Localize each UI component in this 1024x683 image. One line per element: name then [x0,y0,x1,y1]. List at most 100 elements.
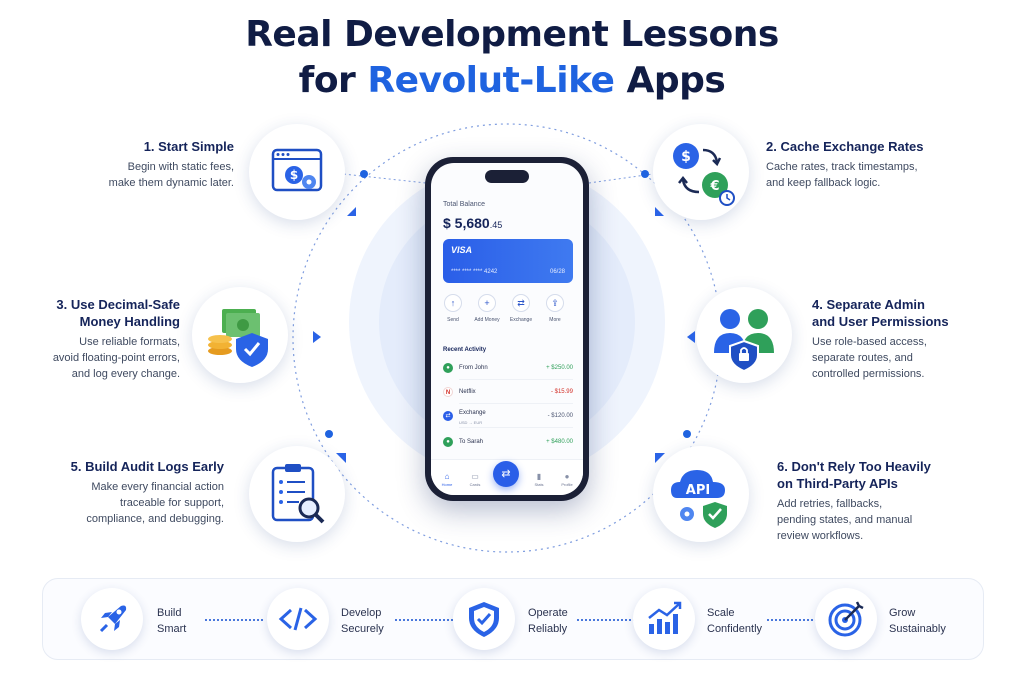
phone-screen: Total Balance $ 5,680.45 VISA **** **** … [431,163,583,495]
center-exchange-button[interactable]: ⇄ [493,461,519,487]
action-exchange-label: Exchange [509,317,533,323]
user-icon: ● [443,437,453,447]
footer-item-grow [815,588,877,650]
phone-mockup: Total Balance $ 5,680.45 VISA **** **** … [425,157,589,501]
connector-arrow-4 [687,331,695,343]
lesson-1-description: Begin with static fees,make them dynamic… [108,161,234,189]
action-send-button[interactable]: ↑ Send [441,294,465,323]
user-icon: ● [443,363,453,373]
code-icon [278,607,318,631]
more-icon: ⇪ [546,294,564,312]
connector-dot-3 [325,430,333,438]
lesson-1-text: 1. Start Simple Begin with static fees,m… [24,138,234,191]
plus-icon: + [478,294,496,312]
footer-connector [577,619,635,621]
transaction-name: To Sarah [459,439,484,445]
transaction-amount: + $250.00 [546,365,573,371]
growth-chart-icon [648,601,682,634]
action-exchange-button[interactable]: ⇄ Exchange [509,294,533,323]
transaction-row[interactable]: N Netflix - $15.99 [443,385,573,404]
action-add-money-button[interactable]: + Add Money [474,294,500,323]
money-shield-icon [208,309,268,367]
transaction-row[interactable]: ⇄ Exchange USD → EUR - $120.00 [443,409,573,428]
users-lock-icon [714,309,774,373]
lesson-4-description: Use role-based access,separate routes, a… [812,336,927,380]
footer-item-scale [633,588,695,650]
cloud-api-icon: API [671,470,727,528]
card-expiry: 06/28 [549,269,565,275]
transaction-subtitle: USD → EUR [459,420,483,425]
svg-text:$: $ [681,149,691,165]
footer-item-develop [267,588,329,650]
divider [459,427,573,428]
arrow-up-icon: ↑ [444,294,462,312]
connector-arrow-3 [313,331,321,343]
lesson-5-title: 5. Build Audit Logs Early [70,459,224,474]
card-number: **** **** **** 4242 [451,269,498,275]
phone-notch [485,170,529,183]
lesson-6-icon-circle: API [653,446,749,542]
divider [459,403,573,404]
card-brand: VISA [451,245,473,255]
shield-check-icon [469,602,499,637]
nav-profile[interactable]: ●Profile [555,472,579,487]
nav-stats[interactable]: ▮Stats [527,472,551,487]
exchange-icon: ⇄ [512,294,530,312]
lesson-5-text: 5. Build Audit Logs Early Make every fin… [14,458,224,527]
connector-1 [333,172,427,184]
transaction-amount: - $15.99 [550,389,573,395]
profile-icon: ● [564,472,570,481]
stats-icon: ▮ [536,472,542,481]
footer-connector [767,619,825,621]
transaction-row[interactable]: ● From John + $250.00 [443,361,573,380]
connector-arrow-2 [655,207,664,216]
lesson-4-icon-circle [696,287,792,383]
lesson-2-text: 2. Cache Exchange Rates Cache rates, tra… [766,138,996,191]
rocket-icon [99,605,127,633]
transaction-name: From John [459,365,488,371]
netflix-icon: N [443,387,453,397]
lesson-2-description: Cache rates, track timestamps,and keep f… [766,161,918,189]
clipboard-search-icon [271,464,325,524]
svg-text:€: € [709,179,719,194]
page-title-line2: for Revolut-Like Apps [0,60,1024,101]
lesson-2-title: 2. Cache Exchange Rates [766,139,924,154]
exchange-icon: ⇄ [443,411,453,421]
transaction-row[interactable]: ● To Sarah + $480.00 [443,435,573,451]
title-highlight: Revolut-Like [367,60,615,101]
target-icon [828,601,864,637]
lesson-5-icon-circle [249,446,345,542]
svg-text:$: $ [290,168,298,182]
action-more-label: More [549,317,561,323]
nav-home[interactable]: ⌂Home [435,472,459,487]
title-suffix: Apps [614,60,726,101]
action-more-button[interactable]: ⇪ More [543,294,567,323]
transaction-name: Exchange [459,410,486,416]
balance-amount: $ 5,680.45 [443,215,503,231]
divider [459,379,573,380]
footer-connector [205,619,263,621]
footer-connector [395,619,453,621]
footer-item-build [81,588,143,650]
lesson-3-icon-circle [192,287,288,383]
action-send-label: Send [447,317,459,323]
lesson-6-description: Add retries, fallbacks,pending states, a… [777,498,913,542]
action-add-money-label: Add Money [474,317,500,323]
footer-item-operate [453,588,515,650]
nav-cards[interactable]: ▭Cards [463,472,487,487]
connector-dot-2 [641,170,649,178]
visa-card[interactable]: VISA **** **** **** 4242 06/28 [443,239,573,283]
connector-dot-1 [360,170,368,178]
